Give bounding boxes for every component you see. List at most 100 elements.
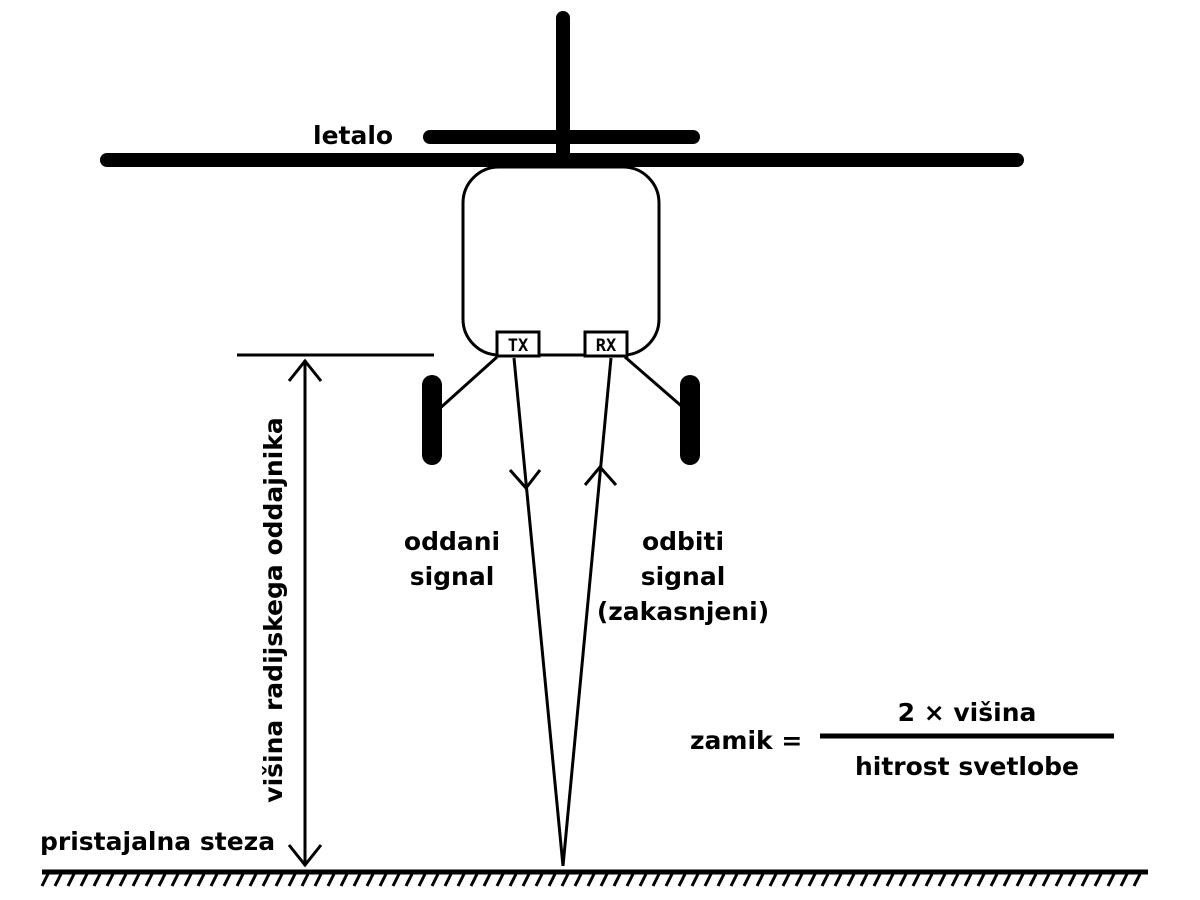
runway-hatch-mark (937, 873, 947, 887)
runway-hatch-mark (547, 873, 557, 887)
tx-label: TX (508, 336, 529, 356)
runway-hatch-mark (872, 873, 882, 887)
runway-hatch-mark (222, 873, 232, 887)
runway-hatch-mark (612, 873, 622, 887)
transmitted-signal-line (512, 357, 565, 867)
runway-hatch-mark (716, 873, 726, 887)
runway-hatch-mark (703, 873, 713, 887)
runway-hatch-mark (352, 873, 362, 887)
runway-hatch-mark (768, 873, 778, 887)
runway-hatch-mark (79, 873, 89, 887)
runway-hatch-mark (1002, 873, 1012, 887)
transmitted-signal-label-1: oddani (404, 527, 500, 556)
runway-hatch-mark (482, 873, 492, 887)
runway-hatch-mark (443, 873, 453, 887)
left-gear-strut (436, 355, 499, 412)
height-arrow-up-icon (287, 358, 323, 382)
runway-hatch-mark (1067, 873, 1077, 887)
runway-hatch-mark (404, 873, 414, 887)
runway-hatch-mark (599, 873, 609, 887)
runway-hatch-mark (742, 873, 752, 887)
height-dimension (237, 353, 434, 868)
runway-hatch-mark (664, 873, 674, 887)
delay-formula: zamik = 2 × višina hitrost svetlobe (690, 698, 1114, 781)
runway-hatch-mark (885, 873, 895, 887)
runway-hatch-mark (807, 873, 817, 887)
runway-hatch-mark (911, 873, 921, 887)
runway-hatch-mark (144, 873, 154, 887)
runway-hatch-mark (183, 873, 193, 887)
runway-hatch-mark (677, 873, 687, 887)
height-arrow-down-icon (287, 844, 323, 868)
reflected-signal-label-2: signal (641, 562, 726, 591)
runway-hatch-mark (534, 873, 544, 887)
rx-antenna: RX (583, 330, 629, 358)
runway-hatch-mark (235, 873, 245, 887)
runway-hatch-mark (469, 873, 479, 887)
runway-hatch-mark (248, 873, 258, 887)
runway-hatch-mark (1119, 873, 1129, 887)
reflected-signal-label-3: (zakasnjeni) (597, 597, 769, 626)
runway-hatch-mark (859, 873, 869, 887)
fuselage (461, 165, 661, 357)
runway-hatch-mark (66, 873, 76, 887)
runway-hatch-mark (638, 873, 648, 887)
formula-lhs: zamik = (690, 726, 802, 755)
runway-hatch-mark (846, 873, 856, 887)
right-gear-strut (624, 355, 687, 412)
runway-hatch-mark (339, 873, 349, 887)
runway-hatch-mark (365, 873, 375, 887)
transmitted-arrow-icon (508, 469, 542, 491)
runway (40, 869, 1148, 887)
runway-hatch-mark (508, 873, 518, 887)
tx-antenna: TX (495, 330, 541, 358)
runway-hatch-mark (833, 873, 843, 887)
runway-hatch-mark (1106, 873, 1116, 887)
runway-hatch-mark (729, 873, 739, 887)
runway-hatch-mark (1041, 873, 1051, 887)
runway-hatch-mark (105, 873, 115, 887)
runway-hatch-mark (391, 873, 401, 887)
formula-denominator: hitrost svetlobe (855, 752, 1079, 781)
runway-hatch-mark (1028, 873, 1038, 887)
runway-hatch-mark (963, 873, 973, 887)
runway-hatch-mark (300, 873, 310, 887)
runway-hatch-mark (313, 873, 323, 887)
runway-hatch-mark (989, 873, 999, 887)
runway-hatch-mark (53, 873, 63, 887)
rx-label: RX (596, 336, 617, 356)
runway-hatch-mark (430, 873, 440, 887)
runway-hatch-mark (781, 873, 791, 887)
runway-hatch-mark (690, 873, 700, 887)
runway-hatch-mark (157, 873, 167, 887)
formula-numerator: 2 × višina (898, 698, 1037, 727)
runway-hatch-mark (950, 873, 960, 887)
runway-hatch-mark (1132, 873, 1142, 887)
runway-hatch-mark (326, 873, 336, 887)
reflected-signal-line (561, 357, 613, 867)
runway-hatch-mark (1093, 873, 1103, 887)
runway-hatch-mark (170, 873, 180, 887)
reflected-arrow-icon (583, 464, 618, 486)
runway-hatch-mark (495, 873, 505, 887)
runway-hatch-mark (131, 873, 141, 887)
aircraft (100, 11, 1024, 465)
runway-hatch-mark (287, 873, 297, 887)
runway-hatch-mark (560, 873, 570, 887)
runway-hatch-mark (274, 873, 284, 887)
runway-hatch-mark (898, 873, 908, 887)
runway-hatching (40, 873, 1142, 887)
runway-hatch-mark (456, 873, 466, 887)
runway-hatch-mark (417, 873, 427, 887)
runway-hatch-mark (261, 873, 271, 887)
runway-hatch-mark (209, 873, 219, 887)
runway-hatch-mark (573, 873, 583, 887)
transmitted-signal-label-2: signal (410, 562, 495, 591)
reflected-signal-label-1: odbiti (642, 527, 724, 556)
runway-hatch-mark (118, 873, 128, 887)
runway-hatch-mark (196, 873, 206, 887)
aircraft-label: letalo (313, 121, 393, 150)
runway-hatch-mark (521, 873, 531, 887)
height-axis-label: višina radijskega oddajnika (259, 417, 288, 802)
